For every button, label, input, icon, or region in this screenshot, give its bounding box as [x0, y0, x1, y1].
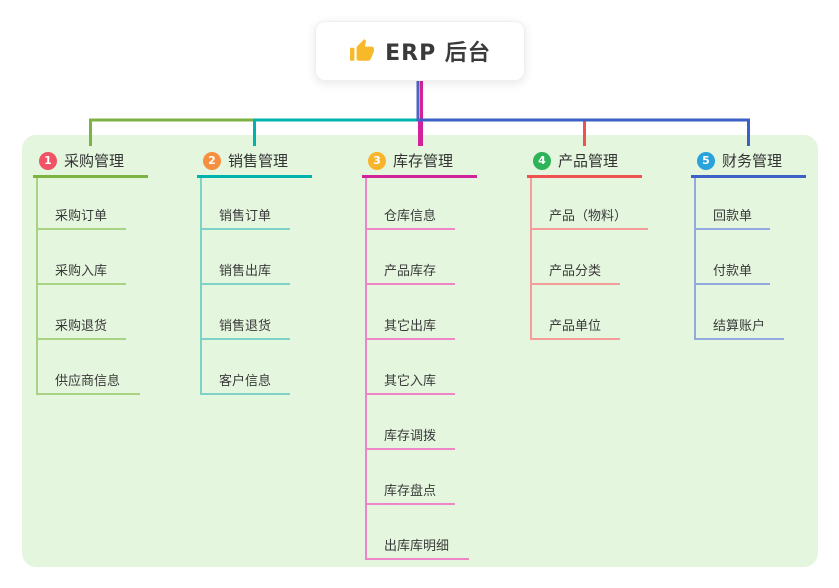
leaf-node[interactable]: 结算账户	[694, 310, 784, 340]
leaf-node-label: 产品库存	[384, 263, 437, 279]
leaf-node[interactable]: 客户信息	[200, 365, 290, 395]
leaf-node[interactable]: 产品单位	[530, 310, 620, 340]
leaf-node[interactable]: 产品库存	[365, 255, 455, 285]
leaf-node-label: 产品单位	[549, 318, 602, 334]
branch-node-5[interactable]: 5 财务管理	[691, 146, 806, 178]
leaf-node[interactable]: 供应商信息	[36, 365, 140, 395]
leaf-node-label: 销售订单	[219, 208, 272, 224]
leaf-node-label: 其它入库	[384, 373, 437, 389]
leaf-node-label: 客户信息	[219, 373, 272, 389]
leaf-node[interactable]: 销售退货	[200, 310, 290, 340]
branch-node-2[interactable]: 2 销售管理	[197, 146, 312, 178]
leaf-node[interactable]: 其它入库	[365, 365, 455, 395]
branch-node-label: 销售管理	[228, 152, 289, 170]
leaf-node-label: 采购退货	[55, 318, 108, 334]
leaf-node[interactable]: 库存调拨	[365, 420, 455, 450]
branch-number-badge: 5	[697, 151, 715, 170]
leaf-node-label: 产品分类	[549, 263, 602, 279]
branch-node-label: 产品管理	[558, 152, 619, 170]
thumbs-up-icon	[349, 38, 375, 64]
branch-node-label: 财务管理	[722, 152, 783, 170]
leaf-node-label: 其它出库	[384, 318, 437, 334]
leaf-node[interactable]: 销售出库	[200, 255, 290, 285]
leaf-node-label: 库存调拨	[384, 428, 437, 444]
leaf-node[interactable]: 采购入库	[36, 255, 126, 285]
leaf-node-label: 库存盘点	[384, 483, 437, 499]
leaf-node[interactable]: 采购订单	[36, 200, 126, 230]
root-node-label: ERP 后台	[385, 41, 491, 66]
leaf-node[interactable]: 付款单	[694, 255, 770, 285]
leaf-node-label: 付款单	[713, 263, 753, 279]
leaf-node-label: 仓库信息	[384, 208, 437, 224]
branch-number-badge: 4	[533, 151, 551, 170]
branches-panel	[22, 135, 818, 567]
leaf-node-label: 供应商信息	[55, 373, 121, 389]
leaf-node[interactable]: 仓库信息	[365, 200, 455, 230]
branch-node-4[interactable]: 4 产品管理	[527, 146, 642, 178]
leaf-node-label: 销售退货	[219, 318, 272, 334]
leaf-node-label: 结算账户	[713, 318, 766, 334]
branch-number-badge: 3	[368, 151, 386, 170]
leaf-node[interactable]: 库存盘点	[365, 475, 455, 505]
branch-node-label: 采购管理	[64, 152, 125, 170]
leaf-node-label: 采购入库	[55, 263, 108, 279]
branch-number-badge: 1	[39, 151, 57, 170]
branch-node-1[interactable]: 1 采购管理	[33, 146, 148, 178]
branch-node-3[interactable]: 3 库存管理	[362, 146, 477, 178]
branch-number-badge: 2	[203, 151, 221, 170]
leaf-node-label: 出库库明细	[384, 538, 450, 554]
root-node[interactable]: ERP 后台	[315, 21, 525, 81]
leaf-node[interactable]: 销售订单	[200, 200, 290, 230]
leaf-node[interactable]: 回款单	[694, 200, 770, 230]
leaf-node-label: 采购订单	[55, 208, 108, 224]
leaf-node[interactable]: 产品（物料）	[530, 200, 648, 230]
leaf-node[interactable]: 出库库明细	[365, 530, 469, 560]
leaf-node-label: 回款单	[713, 208, 753, 224]
leaf-node[interactable]: 采购退货	[36, 310, 126, 340]
leaf-node[interactable]: 产品分类	[530, 255, 620, 285]
leaf-node-label: 产品（物料）	[549, 208, 628, 224]
leaf-node-label: 销售出库	[219, 263, 272, 279]
branch-node-label: 库存管理	[393, 152, 454, 170]
leaf-node[interactable]: 其它出库	[365, 310, 455, 340]
